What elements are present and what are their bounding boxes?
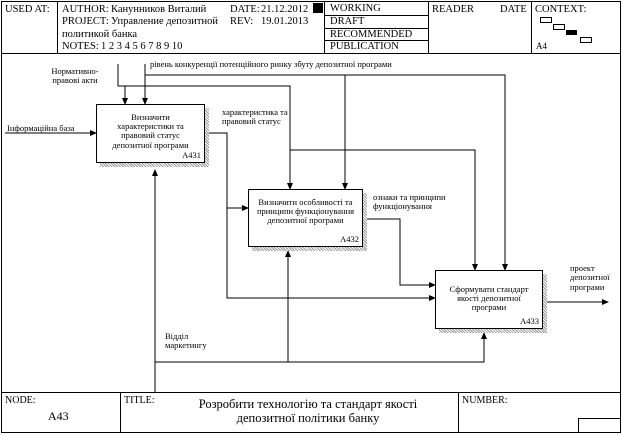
project-value-cont: политикой банка (62, 29, 138, 40)
activity-box-a431[interactable]: Визначити характеристики та правовий ста… (96, 104, 205, 163)
arrow-label-info-base: Інформаційна база (7, 123, 75, 133)
rev-value: 19.01.2013 (261, 16, 309, 27)
notes-value: 1 2 3 4 5 6 7 8 9 10 (101, 41, 183, 52)
context-label: CONTEXT: (535, 4, 587, 15)
arrow-label-features: ознаки та принципи функціонування (373, 192, 446, 212)
activity-id-a431: A431 (182, 150, 201, 160)
activity-id-a432: A432 (340, 234, 359, 244)
activity-box-a432[interactable]: Визначити особливості та принципи функці… (248, 189, 363, 247)
diagram-title: Розробити технологію та стандарт якості … (160, 397, 456, 426)
context-node: A4 (536, 41, 547, 51)
title-label: TITLE: (124, 395, 155, 406)
arrow-label-normative: Нормативно-правові акти (51, 66, 99, 86)
arrow-label-marketing: Відділ маркетингу (165, 331, 207, 351)
number-label: NUMBER: (462, 395, 508, 406)
arrow-label-competition: рівень конкуренції потенційного ринку зб… (150, 59, 392, 69)
working-checkbox (313, 3, 323, 13)
activity-box-a433[interactable]: Сформувати стандарт якості депозитної пр… (435, 270, 543, 329)
node-label: NODE: (5, 395, 36, 406)
node-value: A43 (48, 409, 69, 423)
activity-id-a433: A433 (520, 316, 539, 326)
reader-label: READER (432, 4, 474, 15)
diagram-title-line2: депозитної політики банку (236, 411, 380, 426)
status-publication: PUBLICATION (330, 41, 399, 52)
date-label: DATE: (230, 4, 260, 15)
used-at-label: USED AT: (5, 4, 50, 15)
reader-date-label: DATE (500, 4, 527, 15)
status-recommended: RECOMMENDED (330, 29, 413, 40)
project-value: Управление депозитной (111, 16, 218, 27)
status-draft: DRAFT (330, 16, 365, 27)
activity-label-a431: Визначити характеристики та правовий ста… (112, 112, 189, 150)
status-working: WORKING (330, 3, 381, 14)
arrow-label-project-output: проект депозитної програми (570, 263, 610, 292)
author-value: Канунников Виталий (111, 4, 207, 15)
project-label: PROJECT: (62, 16, 109, 27)
activity-label-a433: Сформувати стандарт якості депозитної пр… (449, 284, 529, 313)
date-value: 21.12.2012 (261, 4, 309, 15)
notes-label: NOTES: (62, 41, 99, 52)
arrow-label-char-status: характеристика та правовий статус (222, 107, 288, 127)
author-label: AUTHOR: (62, 4, 109, 15)
rev-label: REV: (230, 16, 254, 27)
activity-label-a432: Визначити особливості та принципи функці… (256, 197, 355, 226)
diagram-title-line1: Розробити технологію та стандарт якості (198, 397, 418, 411)
